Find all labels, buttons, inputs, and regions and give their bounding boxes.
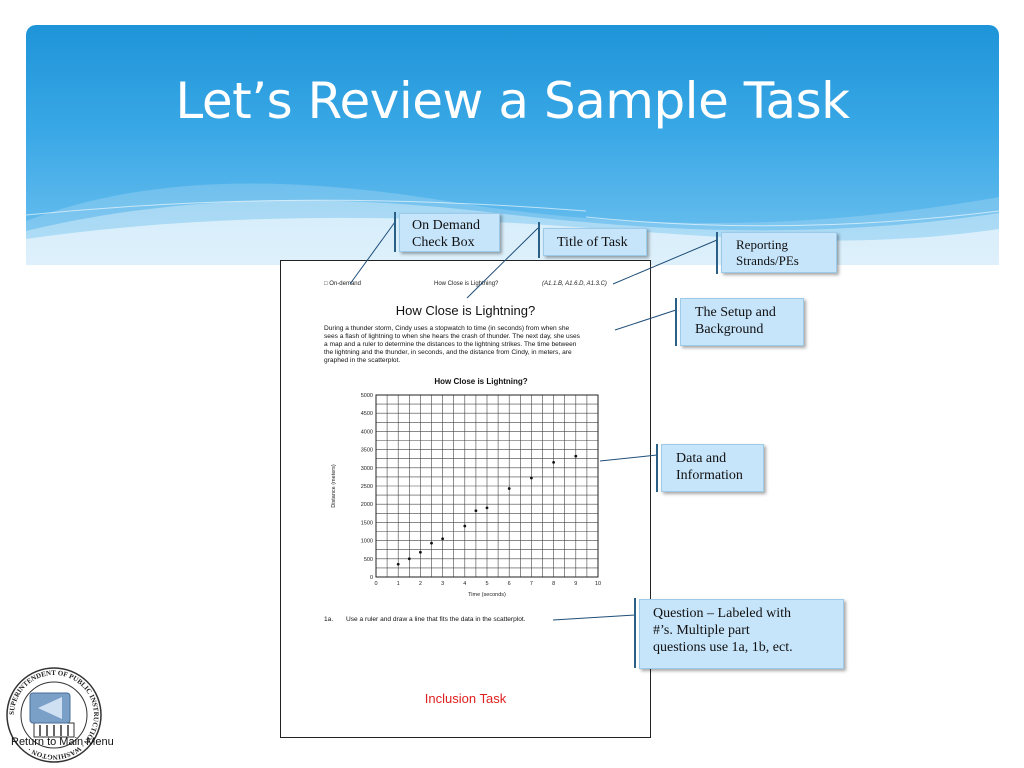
setup-line: During a thunder storm, Cindy uses a sto…: [324, 325, 570, 332]
x-tick-label: 6: [508, 581, 511, 587]
connector-title: [466, 227, 539, 299]
connector-setup: [614, 309, 677, 331]
callout-line: questions use 1a, 1b, ect.: [653, 640, 793, 655]
return-to-menu-button[interactable]: SUPERINTENDENT OF PUBLIC INSTRUCTION · W…: [4, 665, 104, 765]
connector-reporting: [612, 239, 718, 285]
data-point: [552, 460, 555, 464]
y-tick-label: 0: [370, 575, 373, 581]
callout-bar: [675, 298, 677, 346]
question-text: Use a ruler and draw a line that fits th…: [346, 616, 526, 623]
plot-frame: [375, 394, 599, 578]
callout-title-of-task: Title of Task: [543, 228, 647, 256]
data-point: [463, 524, 467, 528]
data-point: [419, 550, 422, 554]
y-tick-label: 3500: [361, 448, 373, 454]
callout-bar: [716, 232, 718, 274]
y-tick-label: 2500: [361, 484, 373, 490]
doc-header-title: How Close is Lightning?: [434, 281, 499, 287]
y-tick-label: 1500: [361, 520, 373, 526]
setup-line: a map and a ruler to determine the dista…: [324, 341, 577, 349]
callout-reporting-strands: Reporting Strands/PEs: [721, 232, 837, 273]
callout-bar: [656, 444, 658, 492]
y-tick-label: 1000: [361, 539, 373, 545]
slide-title: Let’s Review a Sample Task: [175, 72, 850, 130]
data-point: [507, 487, 511, 490]
x-tick-label: 9: [574, 581, 577, 587]
scatterplot: 0 1 2 3 4 5 6 7 8 9 10 0 500 1000 1500 2000 2500 3000 3500…: [331, 393, 601, 598]
x-axis-label: Time (seconds): [468, 592, 506, 598]
y-tick-label: 4000: [361, 429, 373, 435]
x-tick-label: 2: [419, 581, 422, 587]
data-point: [396, 562, 400, 566]
callout-line: Information: [676, 468, 743, 483]
y-axis-label: Distance (meters): [331, 464, 337, 508]
x-tick-label: 8: [552, 581, 555, 587]
connector-on-demand: [349, 221, 396, 285]
data-point: [430, 541, 433, 545]
callout-setup: The Setup and Background: [680, 298, 804, 346]
setup-line: graphed in the scatterplot.: [324, 357, 401, 365]
triangle-left-icon[interactable]: [38, 697, 62, 719]
x-tick-label: 5: [485, 581, 488, 587]
y-tick-label: 3000: [361, 466, 373, 472]
y-tick-label: 5000: [361, 393, 373, 399]
x-tick-label: 0: [374, 581, 377, 587]
callout-bar: [634, 598, 636, 668]
data-point: [485, 506, 489, 510]
callout-line: Question – Labeled with: [653, 606, 792, 621]
setup-line: the lightning and the thunder, in second…: [324, 349, 572, 357]
task-setup: During a thunder storm, Cindy uses a sto…: [324, 325, 614, 365]
y-tick-label: 500: [364, 557, 373, 563]
y-tick-label: 2000: [361, 502, 373, 508]
callout-on-demand: On Demand Check Box: [399, 213, 500, 252]
callout-question: Question – Labeled with #’s. Multiple pa…: [639, 599, 844, 669]
x-tick-label: 7: [530, 581, 533, 587]
doc-strands: (A1.1.B, A1.6.D, A1.3.C): [542, 281, 607, 287]
question-number: 1a.: [324, 616, 334, 623]
data-point: [407, 557, 411, 561]
connector-question: [552, 614, 636, 621]
callout-line: On Demand: [412, 218, 481, 233]
question-1a: 1a. Use a ruler and draw a line that fits…: [324, 616, 526, 623]
on-demand-checkbox-label: □ On-demand: [324, 281, 361, 287]
data-point: [530, 476, 533, 480]
callout-line: Strands/PEs: [736, 253, 799, 268]
inclusion-task-label: Inclusion Task: [424, 691, 507, 706]
callout-line: The Setup and: [695, 305, 776, 320]
task-title: How Close is Lightning?: [395, 303, 536, 318]
data-point: [441, 537, 444, 541]
x-tick-label: 10: [595, 581, 601, 587]
setup-line: sees a flash of lightning to when she he…: [324, 333, 580, 341]
chart-title: How Close is Lightning?: [434, 377, 528, 386]
y-tick-label: 4500: [361, 411, 373, 417]
callout-line: Reporting: [736, 237, 788, 252]
return-to-main-menu-link[interactable]: Return to Main Menu: [11, 736, 114, 748]
callout-line: Check Box: [412, 235, 475, 250]
data-point: [474, 509, 478, 513]
callout-data: Data and Information: [661, 444, 764, 492]
callout-bar: [394, 212, 396, 252]
connector-data: [599, 454, 658, 462]
x-tick-label: 1: [397, 581, 400, 587]
callout-line: Data and: [676, 451, 727, 466]
sample-task-document: □ On-demand How Close is Lightning? (A1.…: [280, 260, 651, 738]
x-tick-label: 3: [441, 581, 444, 587]
callout-bar: [538, 222, 540, 258]
callout-line: #’s. Multiple part: [653, 623, 750, 638]
x-tick-label: 4: [463, 581, 466, 587]
data-point: [574, 454, 578, 458]
callout-line: Background: [695, 322, 764, 337]
